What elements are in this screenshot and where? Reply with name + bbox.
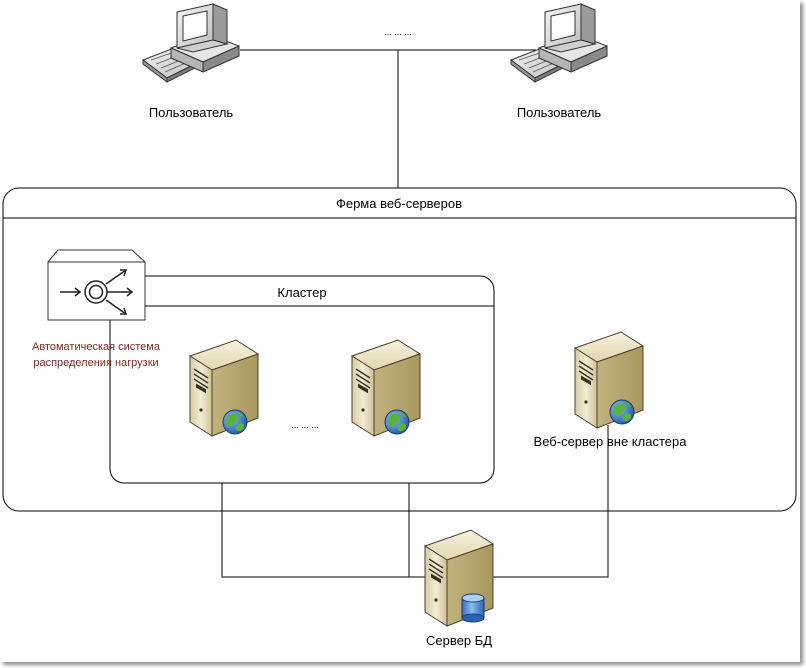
globe-icon: [222, 409, 248, 435]
desktop-computer-icon: [142, 3, 240, 83]
cluster-container: Кластер: [109, 275, 495, 484]
user-computer-left: [142, 3, 240, 83]
outside-server-label: Веб-сервер вне кластера: [534, 434, 688, 449]
web-farm-container: Ферма веб-серверов: [2, 187, 797, 512]
balancer-label-line2: распределения нагрузки: [33, 357, 158, 369]
user-computer-right: [510, 3, 608, 83]
servers-ellipsis: ... ... ...: [291, 420, 319, 430]
globe-icon: [384, 409, 410, 435]
desktop-computer-icon: [510, 3, 608, 83]
db-server: [424, 529, 494, 627]
outside-web-server: [574, 331, 644, 429]
outside-server-to-db-line: [470, 425, 609, 578]
cluster-web-server-2: [351, 339, 421, 437]
db-server-label: Сервер БД: [426, 633, 492, 648]
load-balancer-icon: [47, 249, 146, 321]
user-label-left: Пользователь: [149, 105, 234, 120]
globe-icon: [609, 399, 635, 425]
balancer-label-line1: Автоматическая система: [32, 341, 161, 353]
farm-title: Ферма веб-серверов: [336, 196, 462, 211]
database-icon: [461, 593, 485, 623]
user-label-right: Пользователь: [517, 105, 602, 120]
users-ellipsis: ... ... ...: [384, 27, 412, 37]
cluster-web-server-1: [189, 339, 259, 437]
cluster-title: Кластер: [277, 285, 326, 300]
